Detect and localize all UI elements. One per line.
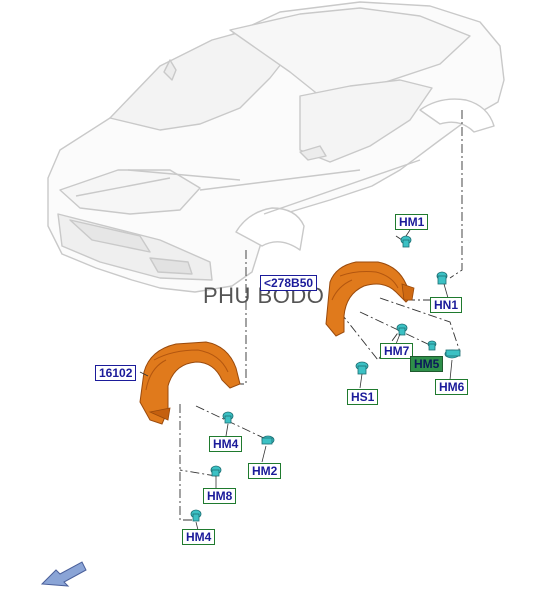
callout-278b50[interactable]: <278B50 <box>260 275 318 291</box>
callout-hm5[interactable]: HM5 <box>410 356 444 372</box>
callout-hm6[interactable]: HM6 <box>435 379 469 395</box>
callout-hm4-upper[interactable]: HM4 <box>209 436 243 452</box>
fastener-hm1 <box>400 235 412 248</box>
callout-hm2[interactable]: HM2 <box>248 463 282 479</box>
fastener-hm6 <box>444 349 461 359</box>
front-wheel-liner <box>139 341 241 425</box>
fasteners <box>190 235 461 522</box>
fastener-hm7 <box>396 323 408 336</box>
fastener-hm8 <box>210 465 222 477</box>
fastener-hm2 <box>261 435 275 445</box>
fastener-hs1 <box>355 361 369 375</box>
fastener-hm4-lower <box>190 509 202 522</box>
rear-wheel-liner <box>325 261 415 337</box>
callout-hn1[interactable]: HN1 <box>430 297 463 313</box>
car-body <box>47 1 505 293</box>
fastener-hm5 <box>427 340 437 351</box>
callout-16102[interactable]: 16102 <box>95 365 137 381</box>
fastener-hn1 <box>436 271 448 285</box>
callout-hm1[interactable]: HM1 <box>395 214 429 230</box>
callout-hm8[interactable]: HM8 <box>203 488 237 504</box>
callout-hs1[interactable]: HS1 <box>347 389 379 405</box>
callout-hm4-lower[interactable]: HM4 <box>182 529 216 545</box>
fastener-hm4-upper <box>222 411 234 424</box>
front-direction-arrow-icon <box>40 561 87 587</box>
callout-hm7[interactable]: HM7 <box>380 343 414 359</box>
callout-leaders <box>139 229 453 531</box>
